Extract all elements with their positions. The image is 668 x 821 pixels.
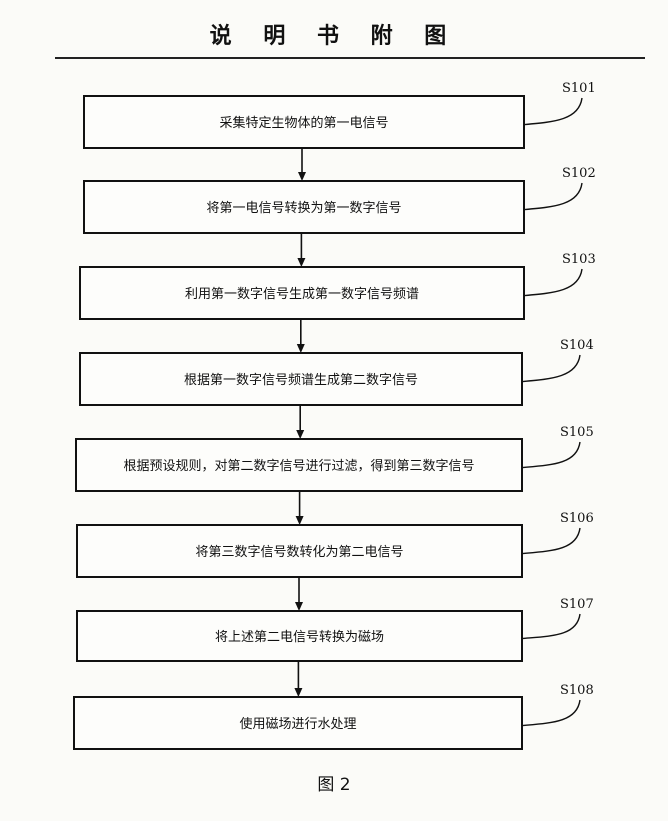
label-leader-line: [521, 613, 581, 640]
label-leader-line: [521, 699, 581, 727]
step-box: [73, 696, 523, 750]
step-text: 使用磁场进行水处理: [239, 716, 356, 732]
step-text: 采集特定生物体的第一电信号: [219, 115, 388, 131]
label-leader-line: [521, 354, 581, 383]
page-title: 说 明 书 附 图: [209, 24, 459, 49]
arrow-head: [294, 688, 303, 697]
label-leader-line: [523, 182, 583, 211]
step-label: S103: [562, 252, 596, 267]
title-divider: [55, 57, 645, 59]
step-box: [79, 352, 523, 406]
label-leader-line: [521, 441, 581, 469]
step-label: S108: [560, 683, 594, 698]
step-label: S106: [560, 511, 594, 526]
arrow-head: [295, 516, 304, 525]
step-label: S104: [560, 338, 594, 353]
step-text: 利用第一数字信号生成第一数字信号频谱: [185, 287, 419, 302]
step-text: 将上述第二电信号转换为磁场: [215, 630, 384, 645]
label-leader-line: [523, 97, 583, 126]
arrow-head: [296, 344, 305, 353]
step-text: 根据预设规则，对第二数字信号进行过滤，得到第三数字信号: [123, 458, 474, 474]
step-box: [79, 266, 525, 320]
step-box: [83, 180, 525, 234]
arrow-head: [295, 602, 303, 611]
step-box: [76, 610, 523, 662]
step-label: S101: [562, 81, 596, 96]
step-text: 根据第一数字信号频谱生成第二数字信号: [184, 373, 418, 388]
label-leader-line: [523, 268, 583, 297]
step-label: S105: [560, 425, 594, 440]
step-label: S107: [560, 597, 594, 612]
arrow-head: [298, 172, 306, 181]
step-label: S102: [562, 166, 596, 181]
step-text: 将第三数字信号数转化为第二电信号: [195, 545, 403, 560]
label-leader-line: [521, 527, 581, 555]
figure-caption: 图 2: [317, 775, 351, 795]
arrow-head: [297, 258, 306, 267]
arrow-head: [296, 430, 305, 439]
step-box: [83, 95, 525, 149]
step-box: [76, 524, 523, 578]
step-text: 将第一电信号转换为第一数字信号: [206, 201, 401, 216]
